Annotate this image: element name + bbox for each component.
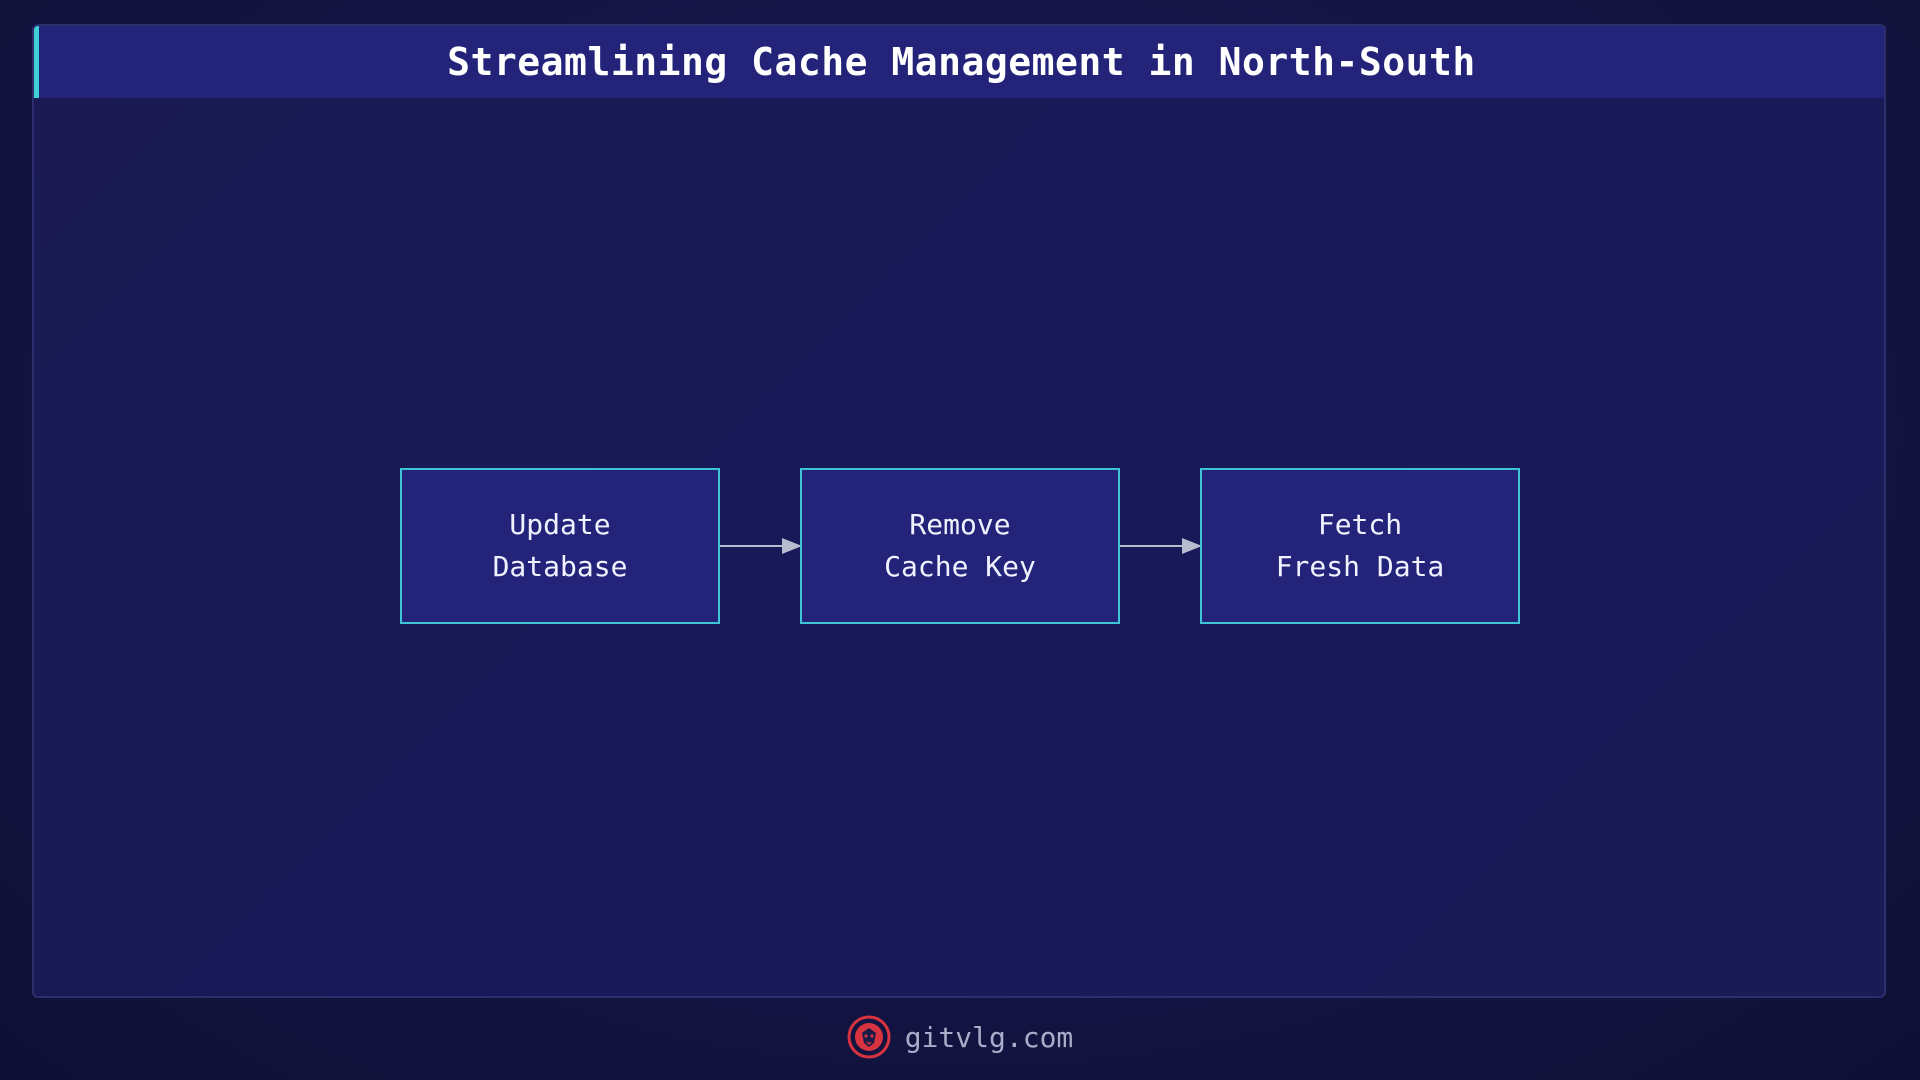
node-update-line2: Database	[492, 550, 628, 583]
node-update-line1: Update	[509, 508, 611, 541]
lion-logo-icon	[847, 1015, 891, 1059]
title-bar: Streamlining Cache Management in North-S…	[34, 26, 1884, 98]
node-fetch-fresh-data: Fetch Fresh Data	[1200, 468, 1520, 624]
diagram-panel: Streamlining Cache Management in North-S…	[32, 24, 1886, 998]
node-remove-cache-key: Remove Cache Key	[800, 468, 1120, 624]
diagram-title: Streamlining Cache Management in North-S…	[447, 40, 1476, 84]
node-remove-line1: Remove	[909, 508, 1011, 541]
node-fetch-line2: Fresh Data	[1275, 550, 1445, 583]
footer: gitvlg.com	[0, 1012, 1920, 1062]
footer-site-link[interactable]: gitvlg.com	[904, 1020, 1074, 1054]
node-update-database: Update Database	[400, 468, 720, 624]
node-fetch-line1: Fetch	[1317, 508, 1403, 541]
node-remove-line2: Cache Key	[884, 550, 1036, 583]
